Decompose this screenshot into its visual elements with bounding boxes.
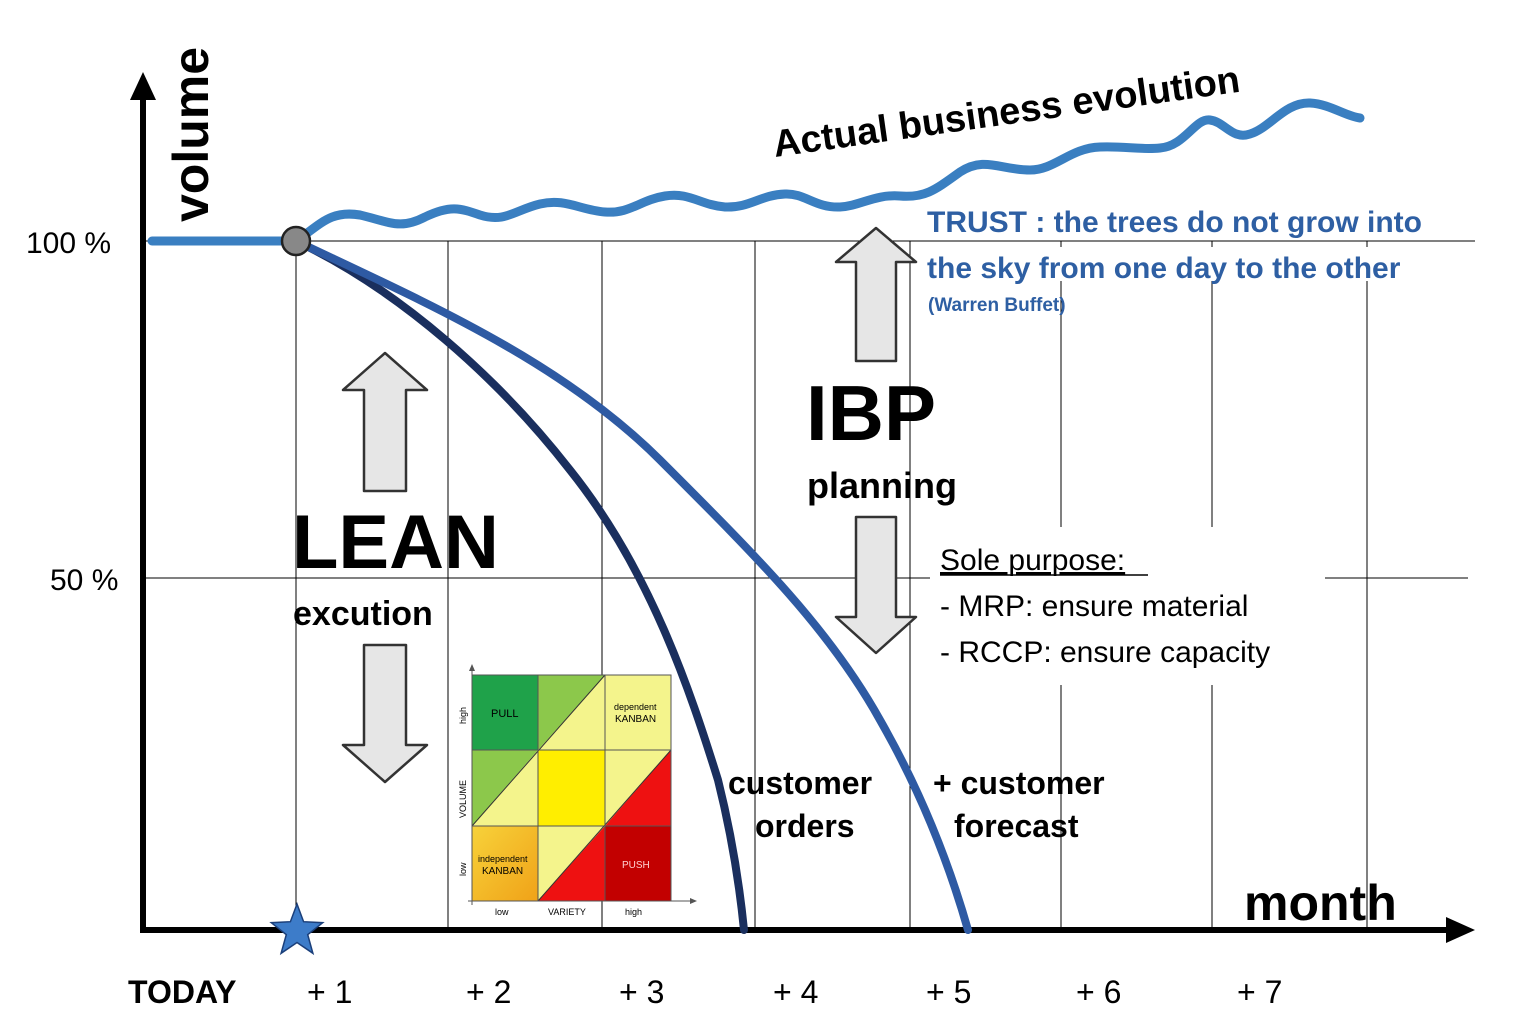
purpose-item-mrp: - MRP: ensure material xyxy=(940,590,1248,623)
lean-subtitle: excution xyxy=(293,595,433,633)
purpose-heading: Sole purpose: xyxy=(940,544,1125,577)
matrix-label-dependent-1: dependent xyxy=(614,702,657,712)
matrix-label-independent-1: independent xyxy=(478,854,528,864)
x-tick-today: TODAY xyxy=(128,974,236,1010)
matrix-y-label: VOLUME xyxy=(458,780,468,818)
forecast-label-line-2: forecast xyxy=(954,808,1079,844)
y-tick-100: 100 % xyxy=(26,227,111,260)
x-tick-3: + 3 xyxy=(619,974,664,1010)
x-tick-7: + 7 xyxy=(1237,974,1282,1010)
x-axis-title: month xyxy=(1244,875,1397,931)
ibp-up-arrow-icon xyxy=(834,226,918,363)
matrix-x-label: VARIETY xyxy=(548,907,586,917)
today-marker-dot xyxy=(280,225,312,257)
trust-text-backdrop-2 xyxy=(920,247,1465,281)
ibp-down-arrow-icon xyxy=(834,515,918,655)
trust-text-backdrop xyxy=(920,200,1480,234)
lean-matrix: PULL dependent KANBAN independent KANBAN… xyxy=(458,664,697,917)
matrix-y-high: high xyxy=(458,707,468,724)
today-star-icon xyxy=(269,901,325,956)
y-axis-title: volume xyxy=(163,47,219,222)
orders-label-line-1: customer xyxy=(728,765,872,801)
matrix-label-push: PUSH xyxy=(622,860,650,871)
customer-orders-curve xyxy=(292,237,748,934)
y-tick-50: 50 % xyxy=(50,564,118,597)
actual-business-label: Actual business evolution xyxy=(770,59,1242,166)
matrix-x-high: high xyxy=(625,907,642,917)
ibp-title: IBP xyxy=(806,369,936,457)
trust-line-2: the sky from one day to the other xyxy=(927,252,1401,285)
x-axis-arrowhead xyxy=(1446,917,1475,943)
axes xyxy=(130,72,1475,943)
matrix-label-dependent-2: KANBAN xyxy=(615,714,656,725)
matrix-cell-pull xyxy=(472,675,538,750)
lean-down-arrow-icon xyxy=(341,643,429,784)
forecast-label-line-1: + customer xyxy=(933,765,1105,801)
actual-business-curve xyxy=(147,98,1365,246)
customer-forecast-curve xyxy=(292,237,972,934)
trust-attribution: (Warren Buffet) xyxy=(928,295,1066,316)
matrix-label-independent-2: KANBAN xyxy=(482,866,523,877)
matrix-cell-independent xyxy=(472,826,538,901)
matrix-x-low: low xyxy=(495,907,509,917)
ibp-subtitle: planning xyxy=(807,465,957,506)
matrix-cell-push xyxy=(605,826,671,901)
x-tick-2: + 2 xyxy=(466,974,511,1010)
x-tick-labels: TODAY + 1 + 2 + 3 + 4 + 5 + 6 + 7 xyxy=(128,974,1282,1010)
matrix-cell-dependent xyxy=(605,675,671,750)
matrix-y-low: low xyxy=(458,862,468,876)
purpose-text-backdrop xyxy=(930,527,1325,685)
matrix-cell-center xyxy=(538,750,605,826)
matrix-x-arrowhead xyxy=(690,898,697,904)
orders-label-line-2: orders xyxy=(755,808,855,844)
y-axis-arrowhead xyxy=(130,72,156,100)
x-tick-6: + 6 xyxy=(1076,974,1121,1010)
x-tick-4: + 4 xyxy=(773,974,818,1010)
matrix-label-pull: PULL xyxy=(491,708,519,720)
x-tick-5: + 5 xyxy=(926,974,971,1010)
x-tick-1: + 1 xyxy=(307,974,352,1010)
matrix-y-arrowhead xyxy=(469,664,475,671)
trust-line-1: TRUST : the trees do not grow into xyxy=(927,206,1422,239)
lean-title: LEAN xyxy=(292,500,499,585)
lean-up-arrow-icon xyxy=(341,351,429,493)
purpose-item-rccp: - RCCP: ensure capacity xyxy=(940,636,1270,669)
